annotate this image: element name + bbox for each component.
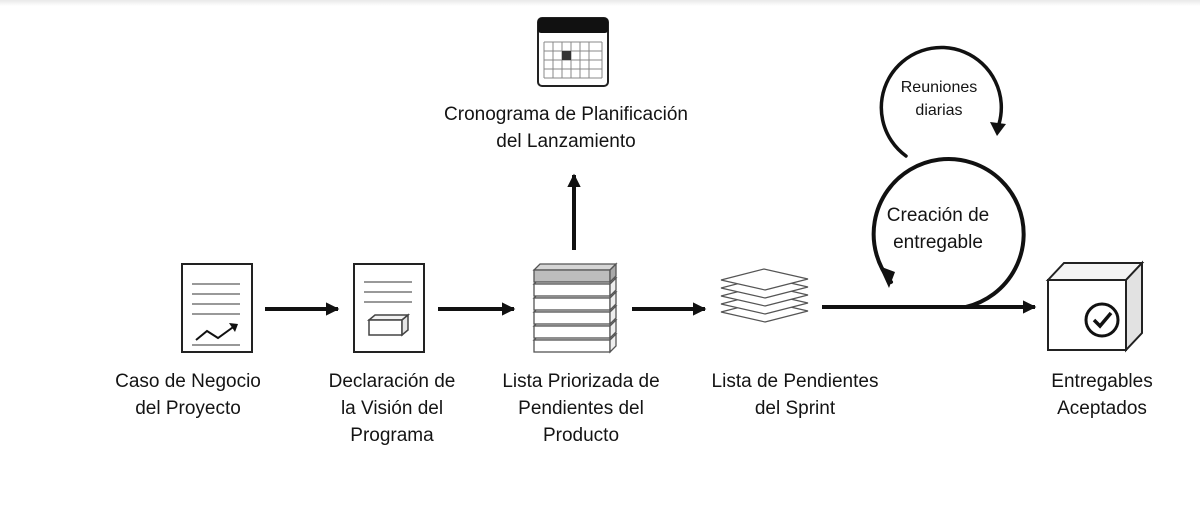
stacked-list-icon — [532, 262, 618, 354]
label-daily-standup: Reuniones diarias — [900, 79, 978, 119]
stacked-papers-icon — [720, 268, 809, 323]
label-accepted-deliverables: Entregables Aceptados — [1051, 371, 1153, 419]
calendar-icon — [537, 17, 609, 87]
label-release-schedule: Cronograma de Planificación del Lanzamie… — [444, 104, 688, 152]
label-create-deliverables: Creación de entregable — [886, 205, 990, 253]
sprint-cycle-arrowhead — [879, 266, 895, 288]
top-band — [0, 0, 1200, 6]
label-prioritized-backlog: Lista Priorizada de Pendientes del Produ… — [502, 371, 660, 446]
document-chart-icon — [181, 263, 253, 353]
label-vision-statement: Declaración de la Visión del Programa — [328, 371, 456, 446]
daily-cycle-loop — [879, 45, 1004, 158]
checked-box-icon — [1045, 260, 1145, 353]
label-sprint-backlog: Lista de Pendientes del Sprint — [711, 371, 879, 419]
sprint-cycle-loop — [871, 157, 1026, 309]
document-box-icon — [353, 263, 425, 353]
label-business-case: Caso de Negocio del Proyecto — [115, 371, 261, 419]
daily-cycle-arrowhead — [990, 122, 1006, 136]
